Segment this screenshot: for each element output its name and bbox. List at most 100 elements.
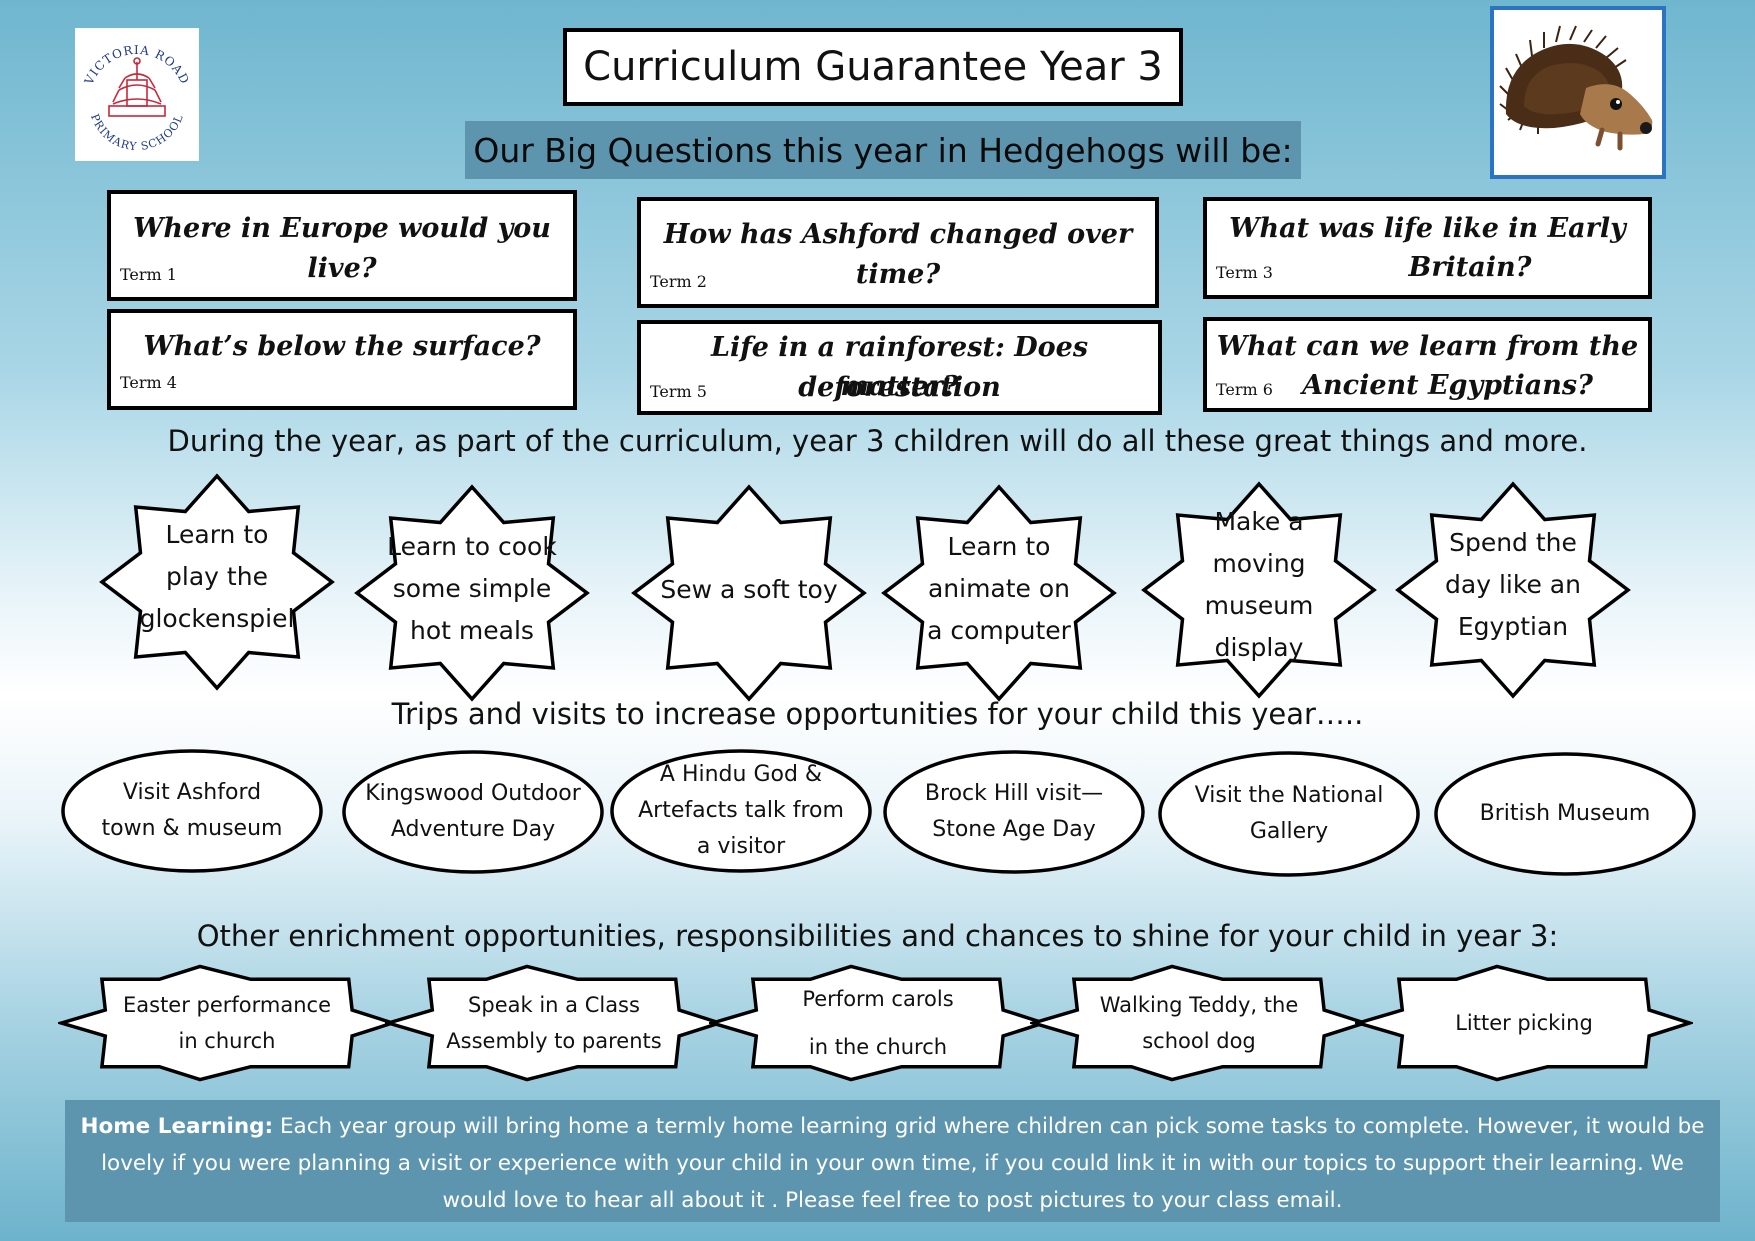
enrichment-label: Walking Teddy, the school dog bbox=[1030, 964, 1368, 1082]
question-text-line-2: Britain? bbox=[1408, 252, 1532, 283]
page-title-text: Curriculum Guarantee Year 3 bbox=[583, 44, 1163, 90]
trip-ashford-town-museum: Visit Ashford town & museum bbox=[60, 748, 324, 874]
activity-label: Learn to play the glockenspiel bbox=[98, 472, 336, 692]
question-box-term-2: How has Ashford changed over time? Term … bbox=[637, 197, 1159, 308]
label-line: Walking Teddy, the bbox=[1099, 993, 1299, 1017]
label-line: a computer bbox=[927, 615, 1071, 645]
label-line: in church bbox=[178, 1029, 276, 1053]
term-label: Term 1 bbox=[120, 265, 177, 284]
question-text-line-2: Ancient Egyptians? bbox=[1302, 370, 1593, 401]
term-label: Term 3 bbox=[1216, 263, 1273, 282]
fountain-logo-icon: VICTORIA ROAD PRIMARY SCHOOL bbox=[81, 43, 191, 153]
label-line: school dog bbox=[1142, 1029, 1256, 1053]
label-line: Make a bbox=[1214, 507, 1304, 536]
label-line: British Museum bbox=[1479, 801, 1651, 826]
home-learning-text: Each year group will bring home a termly… bbox=[101, 1114, 1705, 1213]
shape-outline bbox=[354, 484, 590, 702]
enrichment-walking-teddy: Walking Teddy, the school dog bbox=[1030, 964, 1368, 1082]
trip-label: Visit Ashford town & museum bbox=[60, 748, 324, 874]
question-text-line-2: matter? bbox=[840, 371, 959, 402]
label-line: Adventure Day bbox=[390, 817, 556, 842]
shape-outline bbox=[61, 749, 323, 873]
enrichment-carols: Perform carols in the church bbox=[709, 964, 1047, 1082]
question-text-line-1: Life in a rainforest: Does deforestation bbox=[710, 332, 1089, 403]
enrichment-label: Easter performance in church bbox=[58, 964, 396, 1082]
label-line: Stone Age Day bbox=[932, 817, 1096, 842]
label-line: Egyptian bbox=[1457, 612, 1569, 641]
svg-text:PRIMARY SCHOOL: PRIMARY SCHOOL bbox=[88, 112, 186, 153]
during-year-heading: During the year, as part of the curricul… bbox=[167, 424, 1588, 458]
enrichment-easter-performance: Easter performance in church bbox=[58, 964, 396, 1082]
label-line: Speak in a Class bbox=[468, 993, 640, 1017]
label-line: Learn to cook bbox=[387, 531, 557, 561]
activity-animate-computer: Learn to animate on a computer bbox=[880, 483, 1118, 703]
enrichment-heading: Other enrichment opportunities, responsi… bbox=[196, 919, 1559, 953]
label-line: moving bbox=[1212, 549, 1306, 578]
label-line: Kingswood Outdoor bbox=[365, 781, 581, 806]
term-label: Term 2 bbox=[650, 272, 707, 291]
shape-outline bbox=[631, 484, 867, 702]
label-line: Gallery bbox=[1249, 819, 1329, 844]
shape-outline bbox=[342, 750, 604, 874]
shape-outline bbox=[881, 484, 1117, 702]
label-line: Artefacts talk from bbox=[638, 798, 844, 823]
question-text-line-1: What can we learn from the bbox=[1216, 331, 1639, 362]
label-line: in the church bbox=[808, 1035, 948, 1059]
shape-outline bbox=[610, 749, 872, 873]
question-box-term-3: What was life like in Early Britain? Ter… bbox=[1203, 197, 1652, 299]
question-box-term-4: What’s below the surface? Term 4 bbox=[107, 309, 577, 410]
label-line: town & museum bbox=[101, 816, 283, 841]
label-line: day like an bbox=[1445, 570, 1581, 599]
label-line: Visit the National bbox=[1194, 783, 1384, 808]
question-box-term-5: Life in a rainforest: Does deforestation… bbox=[637, 320, 1162, 415]
label-line: a visitor bbox=[696, 834, 786, 859]
label-line: animate on bbox=[927, 573, 1071, 603]
shape-outline bbox=[1434, 752, 1696, 876]
shape-outline bbox=[1395, 481, 1631, 699]
label-line: museum bbox=[1204, 591, 1314, 620]
enrichment-label: Litter picking bbox=[1355, 964, 1693, 1082]
label-line: play the bbox=[166, 562, 268, 591]
activity-label: Sew a soft toy bbox=[630, 483, 868, 703]
big-questions-heading: Our Big Questions this year in Hedgehogs… bbox=[465, 121, 1301, 179]
trip-label: British Museum bbox=[1433, 751, 1697, 877]
label-line: hot meals bbox=[410, 615, 534, 645]
label-line: Litter picking bbox=[1455, 1011, 1593, 1035]
question-text: How has Ashford changed over time? bbox=[663, 219, 1133, 290]
shape-outline bbox=[99, 473, 335, 691]
activity-label: Learn to cook some simple hot meals bbox=[353, 483, 591, 703]
label-line: glockenspiel bbox=[139, 604, 295, 633]
question-box-term-6: What can we learn from the Ancient Egypt… bbox=[1203, 317, 1652, 412]
activity-sew-soft-toy: Sew a soft toy bbox=[630, 483, 868, 703]
label-line: Sew a soft toy bbox=[660, 575, 838, 604]
school-logo: VICTORIA ROAD PRIMARY SCHOOL bbox=[75, 28, 199, 161]
label-line: Brock Hill visit— bbox=[924, 781, 1104, 806]
big-questions-heading-text: Our Big Questions this year in Hedgehogs… bbox=[473, 130, 1293, 170]
label-line: Learn to bbox=[947, 531, 1051, 561]
label-line: Perform carols bbox=[802, 987, 954, 1011]
activity-glockenspiel: Learn to play the glockenspiel bbox=[98, 472, 336, 692]
trip-british-museum: British Museum bbox=[1433, 751, 1697, 877]
label-line: Visit Ashford bbox=[122, 780, 262, 805]
enrichment-litter-picking: Litter picking bbox=[1355, 964, 1693, 1082]
label-line: Easter performance bbox=[122, 993, 332, 1017]
hedgehog-image bbox=[1490, 6, 1666, 179]
question-text: What’s below the surface? bbox=[143, 331, 541, 362]
trips-heading: Trips and visits to increase opportuniti… bbox=[391, 697, 1364, 731]
term-label: Term 4 bbox=[120, 373, 177, 392]
question-box-term-1: Where in Europe would you live? Term 1 bbox=[107, 190, 577, 301]
label-line: some simple bbox=[392, 573, 552, 603]
trip-label: Brock Hill visit— Stone Age Day bbox=[882, 749, 1146, 875]
home-learning-panel: Home Learning: Each year group will brin… bbox=[65, 1100, 1720, 1222]
label-line: Learn to bbox=[165, 520, 269, 549]
